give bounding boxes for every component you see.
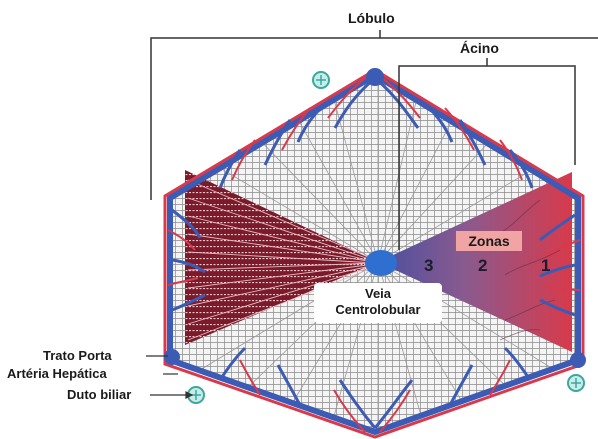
veia-line2: Centrolobular [314, 302, 442, 318]
portal-triad-left-bottom [164, 349, 180, 365]
zone-1-label: 1 [541, 256, 550, 276]
duto-biliar-label: Duto biliar [67, 387, 131, 402]
zone-3-label: 3 [424, 256, 433, 276]
veia-line1: Veia [314, 286, 442, 302]
trato-porta-label: Trato Porta [43, 348, 112, 363]
portal-triad-right-bottom [570, 352, 586, 368]
portal-triad-top [366, 68, 384, 86]
zone-2-label: 2 [478, 256, 487, 276]
acino-label: Ácino [460, 40, 499, 56]
zonas-label: Zonas [456, 231, 522, 251]
central-vein [365, 250, 397, 276]
arteria-hepatica-label: Artéria Hepática [7, 366, 107, 381]
veia-centrolobular-label: Veia Centrolobular [314, 283, 442, 323]
lobulo-label: Lóbulo [348, 10, 395, 26]
